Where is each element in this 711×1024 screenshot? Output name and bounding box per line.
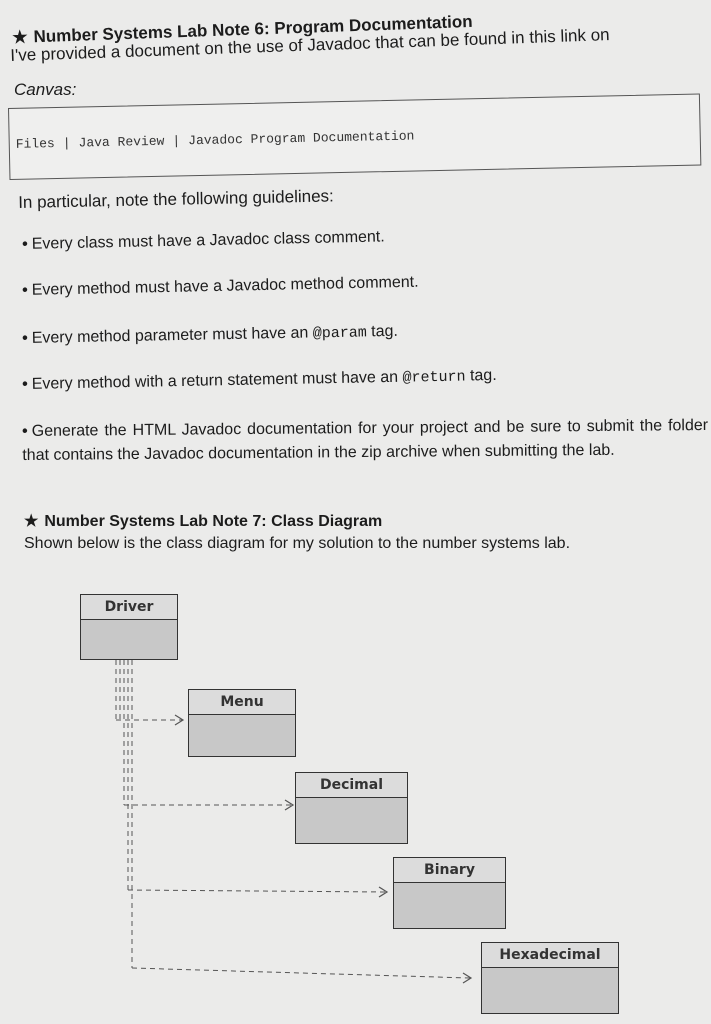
note7-lead: Shown below is the class diagram for my …	[24, 535, 571, 552]
class-menu: Menu	[188, 689, 296, 757]
connector-line	[127, 889, 387, 893]
star-icon: ★	[24, 513, 39, 530]
note7-title-text: Number Systems Lab Note 7: Class Diagram	[44, 513, 383, 530]
arrow-icon	[378, 886, 389, 898]
class-decimal: Decimal	[295, 772, 408, 844]
class-name: Hexadecimal	[482, 943, 618, 968]
note7-title: ★ Number Systems Lab Note 7: Class Diagra…	[24, 511, 382, 531]
arrow-icon	[174, 714, 185, 726]
class-name: Binary	[394, 858, 505, 883]
arrow-icon	[284, 799, 295, 811]
class-name: Driver	[81, 595, 177, 620]
class-driver: Driver	[80, 594, 178, 660]
class-hexadecimal: Hexadecimal	[481, 942, 619, 1014]
class-binary: Binary	[393, 857, 506, 929]
note6-intro-line2: Canvas:	[14, 80, 77, 99]
class-name: Menu	[189, 690, 295, 715]
arrow-icon	[462, 972, 473, 984]
class-name: Decimal	[296, 773, 407, 798]
connector-line	[131, 967, 471, 979]
